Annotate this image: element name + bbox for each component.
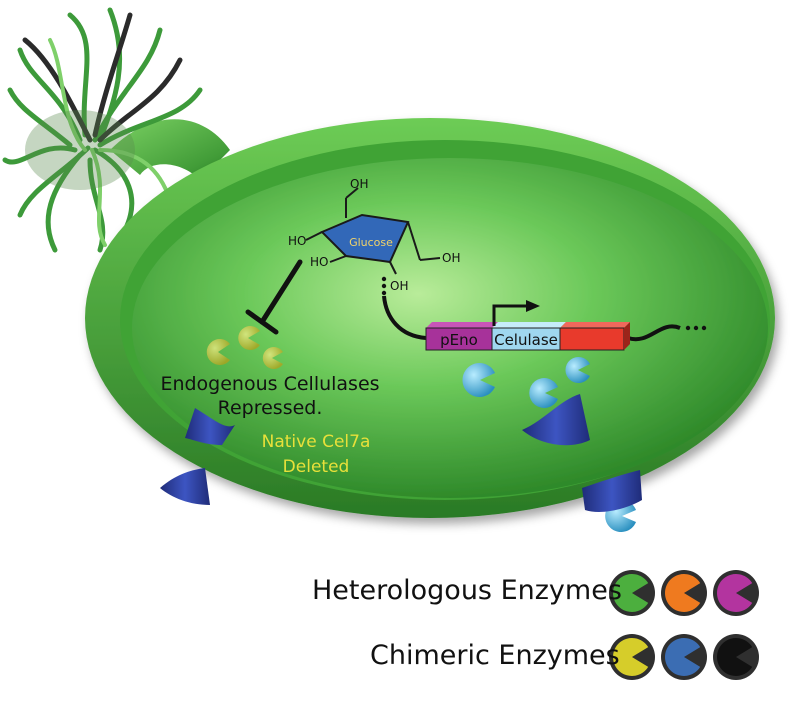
endogenous-enzymes bbox=[206, 326, 283, 369]
group-label-1: OH bbox=[350, 177, 368, 191]
group-label-3: HO bbox=[310, 255, 328, 269]
legend-heterologous-label: Heterologous Enzymes bbox=[312, 575, 622, 606]
deleted-label-line2: Deleted bbox=[283, 457, 350, 477]
heterologous-enzyme-3 bbox=[717, 574, 753, 612]
gene-construct: pEno Celulase bbox=[381, 276, 707, 351]
glucose-label: Glucose bbox=[349, 236, 393, 249]
group-label-4: OH bbox=[390, 279, 408, 293]
membrane-transporters bbox=[160, 394, 642, 512]
gene-label: Celulase bbox=[494, 331, 558, 349]
transcription-arrow bbox=[492, 304, 528, 326]
deleted-label-line1: Native Cel7a bbox=[262, 432, 371, 452]
legend-heterologous-enzymes bbox=[609, 570, 759, 616]
terminator-segment bbox=[559, 327, 625, 351]
heterologous-enzyme-1 bbox=[612, 574, 649, 612]
repressed-label-line2: Repressed. bbox=[218, 397, 323, 419]
repressed-label-line1: Endogenous Cellulases bbox=[160, 373, 379, 395]
group-label-5: OH bbox=[442, 251, 460, 265]
group-label-2: HO bbox=[288, 234, 306, 248]
inhibition-arrow bbox=[245, 259, 303, 335]
fungal-cell bbox=[85, 118, 775, 518]
promoter-label: pEno bbox=[440, 331, 478, 349]
legend-chimeric-enzymes bbox=[609, 634, 759, 680]
chimeric-enzyme-3 bbox=[717, 638, 753, 677]
glucose-molecule: Glucose OH HO HO OH OH bbox=[288, 177, 460, 293]
legend-chimeric-label: Chimeric Enzymes bbox=[370, 640, 620, 671]
heterologous-enzyme-2 bbox=[664, 574, 701, 612]
chimeric-enzyme-1 bbox=[613, 638, 649, 677]
chimeric-enzyme-2 bbox=[665, 638, 701, 677]
hyphae-tuft bbox=[2, 7, 230, 253]
